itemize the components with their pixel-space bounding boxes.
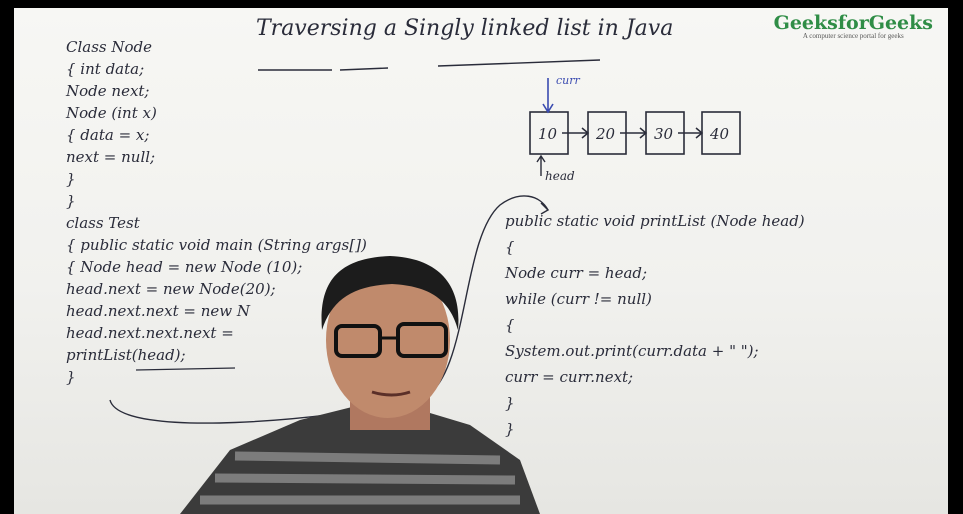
node-value: 20 (595, 125, 616, 143)
node-value: 10 (538, 125, 558, 143)
whiteboard (14, 8, 948, 514)
code-left-line: { Node head = new Node (10); (66, 258, 303, 276)
code-left-line: } (66, 192, 76, 210)
brand-tagline: A computer science portal for geeks (802, 32, 904, 40)
node-value: 30 (654, 125, 674, 143)
curr-pointer-label: curr (556, 74, 581, 87)
head-pointer-arrow (536, 154, 546, 176)
code-right-line: curr = curr.next; (505, 368, 634, 386)
presenter-face (326, 262, 450, 418)
board-title: Traversing a Singly linked list in Java (256, 16, 674, 41)
code-left-line: { int data; (66, 60, 145, 78)
code-left-line: printList(head); (66, 346, 186, 364)
next-arrows (562, 127, 704, 139)
code-right-line: public static void printList (Node head) (505, 212, 805, 230)
code-right-line: { (505, 316, 515, 334)
curr-pointer-arrow (542, 78, 554, 114)
presenter-hair (321, 256, 459, 330)
code-right-line: Node curr = head; (505, 264, 648, 282)
code-left-line: { public static void main (String args[]… (66, 236, 367, 254)
code-left-line: } (66, 368, 76, 386)
code-left: Class Node { int data; Node next; Node (i… (66, 36, 367, 388)
code-right-line: System.out.print(curr.data + " "); (505, 342, 759, 360)
code-right-line: { (505, 238, 515, 256)
code-left-line: } (66, 170, 76, 188)
glasses-icon (334, 324, 382, 358)
code-left-line: Node next; (66, 82, 150, 100)
head-pointer-label: head (545, 169, 575, 183)
code-right: public static void printList (Node head)… (505, 208, 805, 442)
code-left-line: head.next.next.next = (66, 324, 234, 342)
code-left-line: next = null; (66, 148, 156, 166)
brand-logo: GeeksforGeeks A computer science portal … (774, 12, 933, 40)
node-value: 40 (709, 125, 730, 143)
code-left-line: Node (int x) (66, 104, 157, 122)
code-left-line: { data = x; (66, 126, 150, 144)
code-left-line: head.next.next = new N (66, 302, 251, 320)
brand-name: GeeksforGeeks (773, 12, 933, 34)
code-right-line: while (curr != null) (505, 290, 652, 308)
code-right-line: } (505, 394, 515, 412)
code-right-line: } (505, 420, 515, 438)
code-left-line: Class Node (66, 38, 153, 56)
code-left-line: class Test (66, 214, 140, 232)
code-left-line: head.next = new Node(20); (66, 280, 276, 298)
